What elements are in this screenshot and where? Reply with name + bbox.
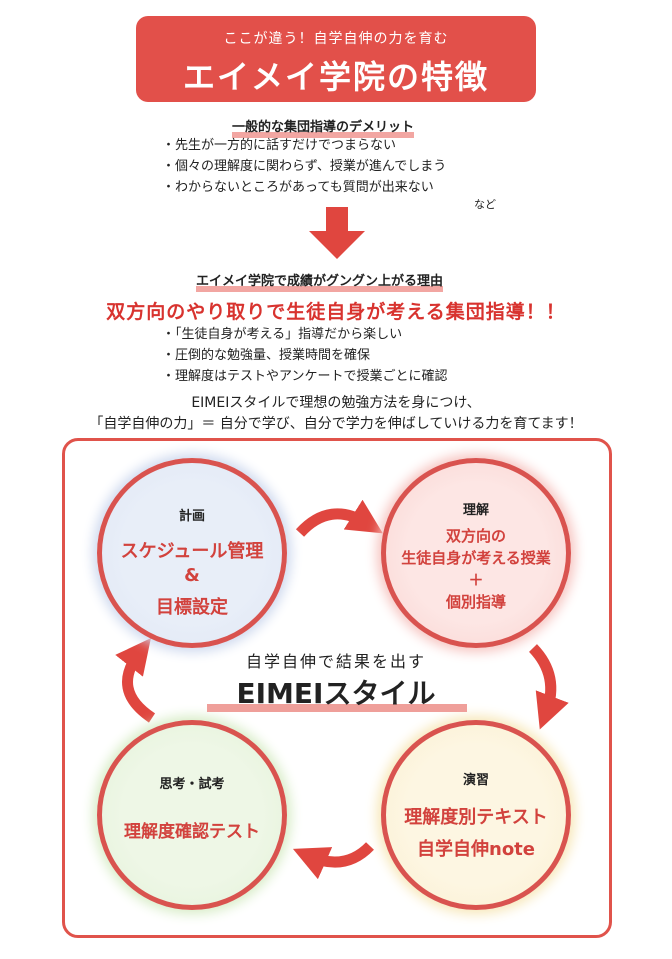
cycle-plan-line-1: スケジュール管理 xyxy=(120,541,264,562)
arrow-understand-to-practice xyxy=(528,644,569,730)
cycle-plan-line-2: & xyxy=(184,565,200,586)
list-item: 「生徒自身が考える」指導だから楽しい xyxy=(162,324,448,345)
cycle-think-heading: 思考・試考 xyxy=(159,777,225,792)
reasons-heading-underline xyxy=(196,286,444,292)
reasons-heading: エイメイ学院で成績がグングン上がる理由 xyxy=(196,270,444,292)
reasons-heading-text: エイメイ学院で成績がグングン上がる理由 xyxy=(196,274,444,289)
cycle-think-line-1: 理解度確認テスト xyxy=(124,822,260,842)
list-item: わからないところがあっても質問が出来ない xyxy=(162,177,446,198)
arrow-plan-to-understand xyxy=(295,499,383,537)
cycle-center-subtitle: 自学自伸で結果を出す xyxy=(245,652,426,671)
cycle-understand-circle: 理解 双方向の 生徒自身が考える授業 ＋ 個別指導 xyxy=(381,458,571,648)
cycle-understand-line-2: 生徒自身が考える授業 xyxy=(401,549,551,567)
cycle-plan-circle: 計画 スケジュール管理 & 目標設定 xyxy=(97,458,287,648)
cycle-think-circle: 思考・試考 理解度確認テスト xyxy=(97,720,287,910)
list-item: 先生が一方的に話すだけでつまらない xyxy=(162,135,446,156)
demerits-etc: など xyxy=(474,198,496,211)
down-arrow-icon xyxy=(309,207,365,259)
cycle-understand-line-3: ＋ xyxy=(468,571,484,589)
cycle-practice-line-2: 自学自伸note xyxy=(417,839,535,860)
header-subtitle: ここが違う！自学自伸の力を育む xyxy=(223,31,449,47)
cycle-plan-heading: 計画 xyxy=(178,509,205,524)
demerits-list: 先生が一方的に話すだけでつまらない 個々の理解度に関わらず、授業が進んでしまう … xyxy=(162,135,446,198)
cycle-practice-circle: 演習 理解度別テキスト 自学自伸note xyxy=(381,720,571,910)
header-banner: ここが違う！自学自伸の力を育む エイメイ学院の特徴 xyxy=(136,16,536,102)
cycle-center-underline xyxy=(207,704,467,712)
cycle-practice-line-1: 理解度別テキスト xyxy=(404,807,548,828)
cycle-plan-line-3: 目標設定 xyxy=(156,597,228,618)
cycle-understand-line-4: 個別指導 xyxy=(445,593,506,611)
cycle-practice-heading: 演習 xyxy=(462,773,489,788)
list-item: 個々の理解度に関わらず、授業が進んでしまう xyxy=(162,156,446,177)
summary-line-1: EIMEIスタイルで理想の勉強方法を身につけ、 xyxy=(191,395,481,411)
header-title: エイメイ学院の特徴 xyxy=(182,58,489,96)
cycle-frame xyxy=(62,438,612,938)
reasons-main-message: 双方向のやり取りで生徒自身が考える集団指導！！ xyxy=(106,301,566,323)
arrow-practice-to-think xyxy=(292,842,374,880)
cycle-center-title: EIMEIスタイル xyxy=(236,677,436,710)
list-item: 理解度はテストやアンケートで授業ごとに確認 xyxy=(162,366,447,387)
list-item: 圧倒的な勉強量、授業時間を確保 xyxy=(162,345,448,366)
cycle-understand-line-1: 双方向の xyxy=(445,527,506,545)
arrow-think-to-plan xyxy=(115,638,156,723)
cycle-understand-heading: 理解 xyxy=(462,503,489,518)
demerits-heading-text: 一般的な集団指導のデメリット xyxy=(232,120,415,135)
reasons-list: 「生徒自身が考える」指導だから楽しい 圧倒的な勉強量、授業時間を確保 理解度はテ… xyxy=(162,324,448,387)
summary-line-2: 「自学自伸の力」＝ 自分で学び、自分で学力を伸ばしていける力を育てます！ xyxy=(89,416,583,432)
